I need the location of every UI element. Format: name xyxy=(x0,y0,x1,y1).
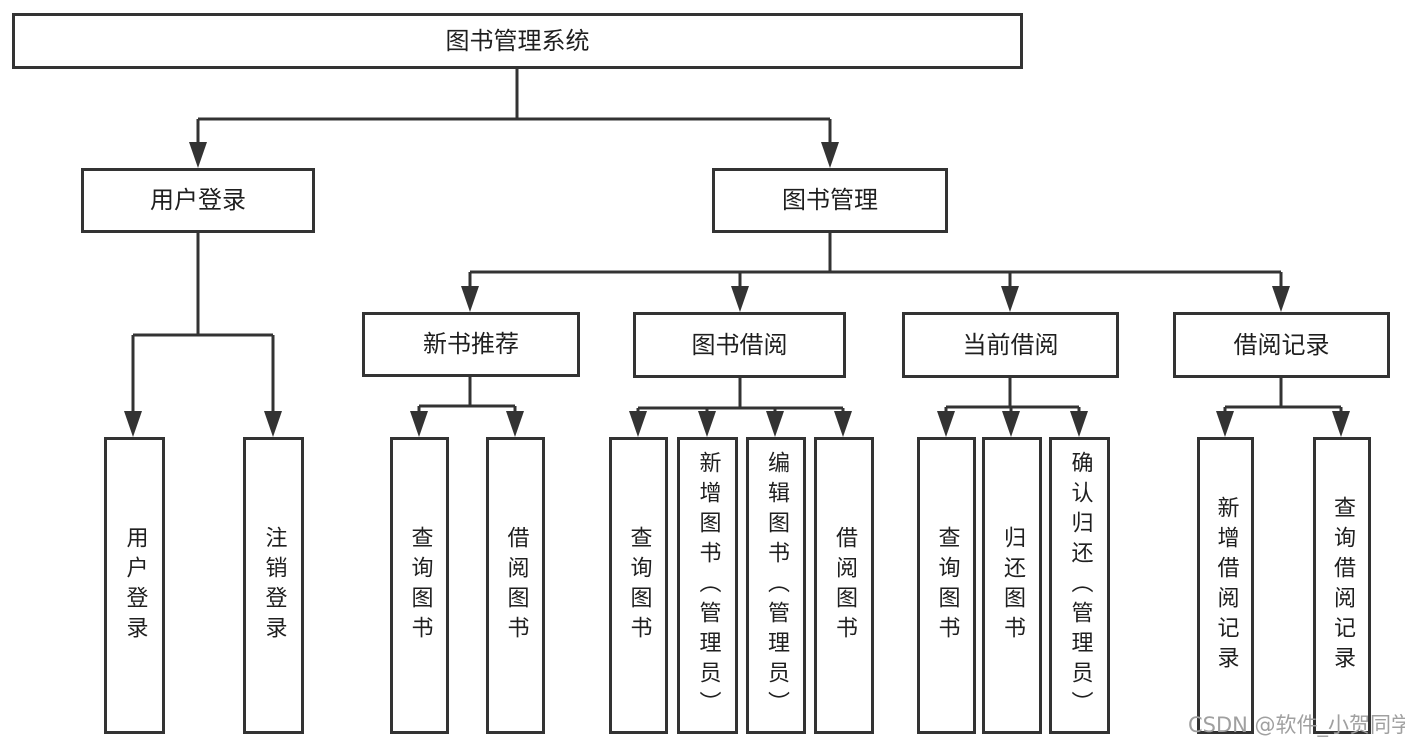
leaf-query-books-recommend-label: 查询图书 xyxy=(407,525,433,646)
leaf-borrow-books-label: 借阅图书 xyxy=(832,525,857,646)
leaf-borrow-books: 借阅图书 xyxy=(814,437,874,734)
connector-current-borrow-to-leaves xyxy=(937,377,1088,437)
leaf-query-books-borrow: 查询图书 xyxy=(609,437,668,734)
node-book-management-label: 图书管理 xyxy=(782,186,878,215)
node-book-management: 图书管理 xyxy=(712,168,948,233)
leaf-query-books-current: 查询图书 xyxy=(917,437,976,734)
node-borrow-record-label: 借阅记录 xyxy=(1233,330,1330,359)
leaf-query-borrow-record-label: 查询借阅记录 xyxy=(1330,495,1355,676)
leaf-edit-books-admin: 编辑图书（管理员） xyxy=(746,437,806,734)
connector-new-book-recommend-to-leaves xyxy=(410,377,524,437)
connector-book-borrow-to-leaves xyxy=(629,377,852,437)
node-user-login: 用户登录 xyxy=(81,168,315,233)
node-book-borrow: 图书借阅 xyxy=(633,312,846,378)
node-book-borrow-label: 图书借阅 xyxy=(691,330,788,359)
leaf-query-borrow-record: 查询借阅记录 xyxy=(1313,437,1371,734)
leaf-add-books-admin: 新增图书（管理员） xyxy=(677,437,738,734)
leaf-add-books-admin-label: 新增图书（管理员） xyxy=(695,450,721,721)
leaf-query-books-borrow-label: 查询图书 xyxy=(626,525,652,646)
leaf-borrow-books-recommend-label: 借阅图书 xyxy=(503,525,529,646)
leaf-borrow-books-recommend: 借阅图书 xyxy=(486,437,545,734)
node-current-borrow-label: 当前借阅 xyxy=(962,330,1059,359)
leaf-query-books-current-label: 查询图书 xyxy=(934,525,960,646)
leaf-confirm-return-admin: 确认归还（管理员） xyxy=(1049,437,1110,734)
node-root-label: 图书管理系统 xyxy=(445,26,590,55)
connector-book-management-to-level2 xyxy=(461,232,1290,312)
leaf-query-books-recommend: 查询图书 xyxy=(390,437,449,734)
leaf-logout: 注销登录 xyxy=(243,437,304,734)
leaf-return-books-label: 归还图书 xyxy=(1000,525,1025,646)
node-new-book-recommend-label: 新书推荐 xyxy=(423,330,519,359)
leaf-user-login-label: 用户登录 xyxy=(122,525,148,646)
leaf-confirm-return-admin-label: 确认归还（管理员） xyxy=(1067,450,1093,721)
leaf-return-books: 归还图书 xyxy=(982,437,1042,734)
node-root: 图书管理系统 xyxy=(12,13,1023,69)
leaf-user-login: 用户登录 xyxy=(104,437,165,734)
connector-user-login-to-leaves xyxy=(124,232,282,437)
leaf-add-borrow-record-label: 新增借阅记录 xyxy=(1213,495,1239,676)
csdn-watermark: CSDN @软件_小贺同学 xyxy=(1188,713,1405,737)
node-borrow-record: 借阅记录 xyxy=(1173,312,1390,378)
node-new-book-recommend: 新书推荐 xyxy=(362,312,580,377)
node-user-login-label: 用户登录 xyxy=(150,186,246,215)
leaf-add-borrow-record: 新增借阅记录 xyxy=(1197,437,1254,734)
connector-root-to-level1 xyxy=(189,68,839,168)
leaf-logout-label: 注销登录 xyxy=(261,525,287,646)
node-current-borrow: 当前借阅 xyxy=(902,312,1119,378)
connector-borrow-record-to-leaves xyxy=(1216,377,1350,437)
leaf-edit-books-admin-label: 编辑图书（管理员） xyxy=(764,450,789,721)
